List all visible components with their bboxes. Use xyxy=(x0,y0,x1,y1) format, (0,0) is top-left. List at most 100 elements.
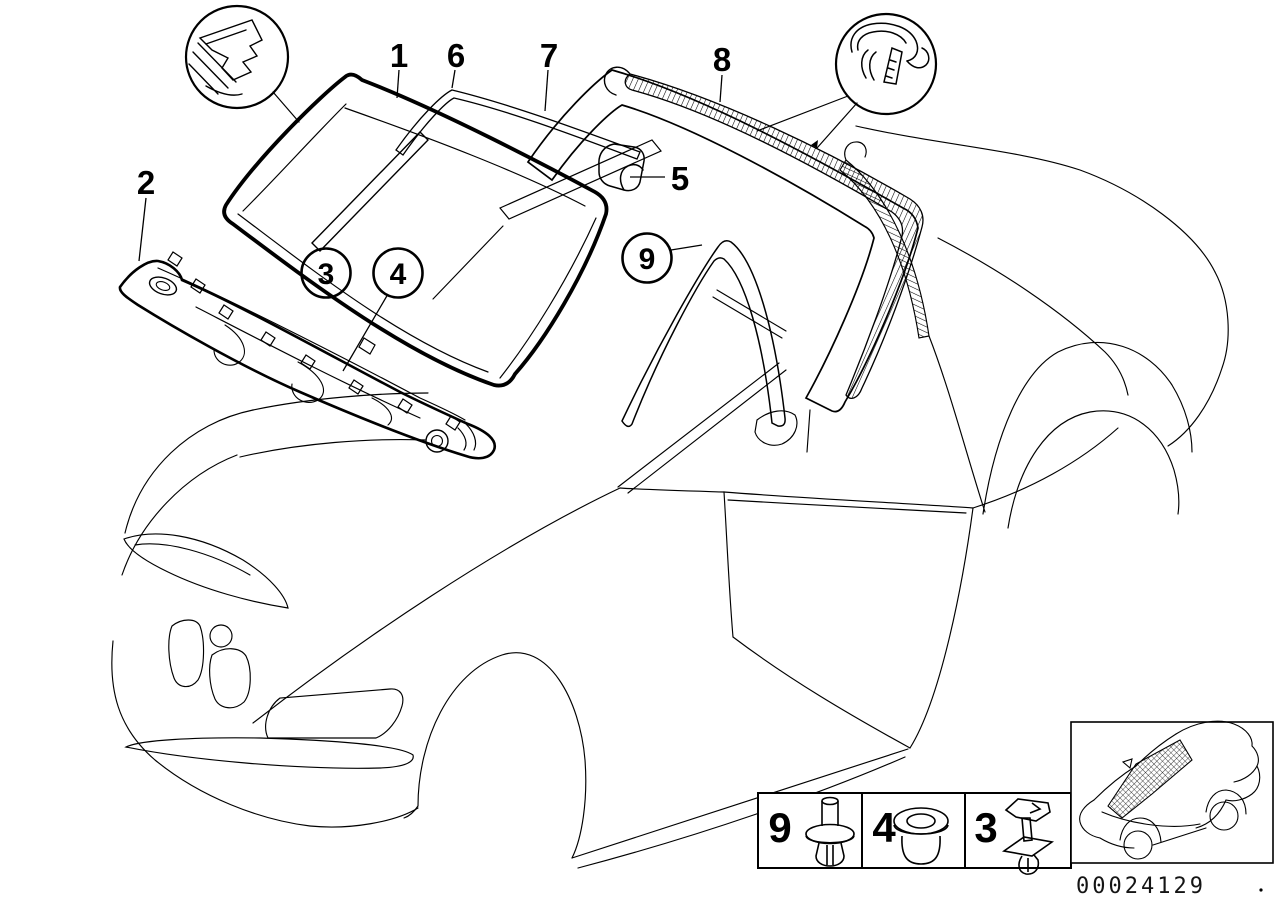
detail-circle-left xyxy=(184,4,300,123)
legend-cell-4: 4 xyxy=(872,804,949,865)
glass-inner-top-line xyxy=(344,107,586,207)
glass-inner-right-line xyxy=(499,217,597,379)
callout-3-circled: 3 xyxy=(300,247,352,299)
seal-cross-section-icon xyxy=(850,22,930,85)
thumbnail-box: 00024129 xyxy=(1070,720,1274,899)
bracket-notch xyxy=(619,163,644,191)
arch-bumper-step xyxy=(403,805,419,819)
rear-wheel-blister xyxy=(982,341,1193,515)
rear-wheel-opening xyxy=(1007,410,1180,529)
glass-reflection-line xyxy=(432,225,504,300)
cowl-duct-curve-1 xyxy=(213,324,245,366)
callout-3: 3 xyxy=(318,258,335,291)
mirror-bracket-part xyxy=(598,143,645,192)
windscreen-glass-part xyxy=(222,72,609,388)
headlight xyxy=(123,533,289,609)
fender-inner-line xyxy=(121,454,238,576)
cowl-grommet-hole-inner xyxy=(430,434,444,448)
callout-4: 4 xyxy=(390,258,407,291)
legend-number-3: 3 xyxy=(974,804,997,851)
glass-edge-clip xyxy=(358,337,376,355)
outer-seal-part xyxy=(603,66,924,399)
period-mark xyxy=(1259,888,1263,892)
legend-table: 9 4 3 xyxy=(757,792,1072,875)
callout-9: 9 xyxy=(639,243,656,276)
legend-cell-9: 9 xyxy=(768,796,855,867)
car-windscreen-location-icon xyxy=(1079,720,1261,860)
legend-number-4: 4 xyxy=(872,804,896,851)
cowl-duct-curve-3 xyxy=(371,397,392,426)
fender-top-line xyxy=(124,409,254,534)
detail-leader-line-1 xyxy=(816,102,858,149)
door-bottom-edge xyxy=(732,636,911,749)
detail-circle-right xyxy=(756,12,938,149)
legend-number-9: 9 xyxy=(768,804,791,851)
frame-band-stripe xyxy=(499,139,662,220)
callout-4-circled: 4 xyxy=(372,247,424,299)
door-front-edge xyxy=(723,491,734,638)
cowl-end-fold xyxy=(457,423,477,451)
glass-inner-bottom-line xyxy=(237,213,489,373)
cowl-side-line xyxy=(619,487,725,493)
cowl-grommet-hole xyxy=(425,429,449,453)
document-number: 00024129 xyxy=(1076,874,1206,899)
cowl-panel-part xyxy=(118,251,497,460)
callout-1: 1 xyxy=(390,37,408,74)
highlighted-windscreen-area xyxy=(1107,739,1193,819)
leader-arrowhead-icon xyxy=(811,140,818,148)
installed-moulding-hook xyxy=(844,141,867,161)
bmw-roundel-icon xyxy=(209,624,233,648)
upper-trim-strip-part xyxy=(395,89,641,160)
door-mirror xyxy=(754,410,798,446)
callout-6: 6 xyxy=(447,37,465,74)
car-body-drawing xyxy=(111,125,1229,869)
frame-seal-part xyxy=(621,240,786,428)
outer-seal-end-hook xyxy=(603,66,631,96)
detail-leader-line xyxy=(272,91,300,123)
turn-signal-slot xyxy=(265,688,404,739)
rocker-lower-line xyxy=(577,756,906,869)
callout-2: 2 xyxy=(137,164,155,201)
front-wheel-arch xyxy=(417,652,587,859)
magnifier-circle-icon xyxy=(834,12,938,116)
bracket-outline xyxy=(598,143,645,192)
door-beltline xyxy=(723,491,974,509)
frame-reflection-line-1 xyxy=(716,289,787,332)
glass-frit-stripe xyxy=(311,131,429,252)
rear-deck-line xyxy=(855,125,1216,273)
detail-leader-line-2 xyxy=(756,95,849,132)
kidney-grille-right xyxy=(209,648,251,709)
callout-leader-lines xyxy=(138,69,723,372)
callouts: 1 6 7 8 5 2 3 4 9 xyxy=(137,37,731,372)
kidney-grille-left xyxy=(168,619,205,688)
glass-outline xyxy=(222,72,609,388)
moulding-cross-section-icon xyxy=(188,19,263,96)
windscreen-frame-part xyxy=(499,69,919,413)
cowl-oval-hole xyxy=(148,276,178,296)
cowl-door-gap-line xyxy=(806,409,811,453)
rocker-line xyxy=(571,748,909,859)
glass-inner-left-line xyxy=(242,103,347,212)
grommet-icon xyxy=(893,807,949,865)
legend-cell-3: 3 xyxy=(974,798,1055,875)
body-side-crease xyxy=(928,335,986,513)
headlight-inner-line xyxy=(134,543,251,576)
trunk-rear-edge xyxy=(1167,271,1229,447)
bumper-lower-lip xyxy=(124,737,414,769)
far-beltline xyxy=(937,237,1129,396)
beltline-to-rear xyxy=(972,427,1119,509)
door-rear-edge xyxy=(909,507,974,749)
cowl-top-band xyxy=(157,267,466,421)
callout-7: 7 xyxy=(540,37,558,74)
expanding-clip-icon xyxy=(1001,798,1055,875)
front-bumper-line xyxy=(111,640,419,828)
cowl-clips xyxy=(167,251,461,431)
blind-rivet-fastener-icon xyxy=(805,796,855,867)
callout-8: 8 xyxy=(713,41,731,78)
outer-seal-band xyxy=(624,73,924,399)
door-sill-line xyxy=(727,499,967,514)
callout-5: 5 xyxy=(671,160,689,197)
cowl-duct-curve-2 xyxy=(291,361,324,403)
